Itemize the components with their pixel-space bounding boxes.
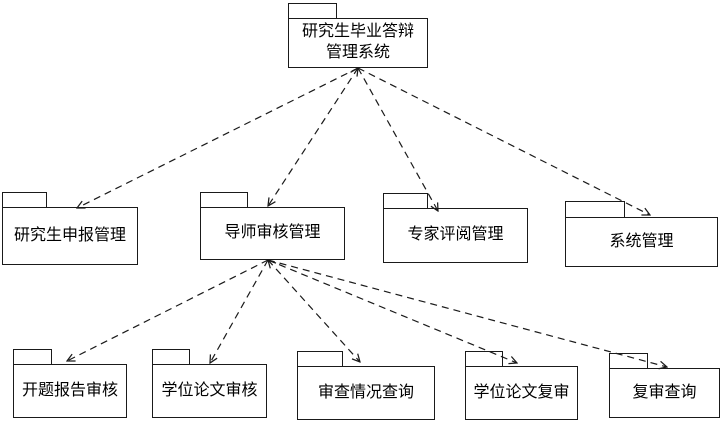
- arrow-root-to-mentor: [268, 68, 358, 206]
- package-expert-review: 专家评阅管理: [383, 193, 528, 263]
- arrow-mentor-to-thesis-recheck: [267, 259, 517, 363]
- package-tab: [152, 349, 190, 364]
- package-label: 系统管理: [565, 217, 718, 267]
- package-label: 研究生申报管理: [2, 207, 138, 265]
- label-text: 研究生申报管理: [13, 226, 126, 244]
- package-mentor-review: 导师审核管理: [200, 192, 345, 260]
- package-tab: [565, 201, 625, 217]
- package-label: 学位论文审核: [152, 364, 267, 418]
- package-tab: [288, 3, 337, 18]
- package-tab: [200, 192, 248, 207]
- package-tab: [13, 349, 52, 364]
- package-root: 研究生毕业答辩 管理系统: [288, 3, 428, 68]
- package-tab: [2, 192, 47, 207]
- arrow-mentor-to-thesis-review: [210, 259, 269, 363]
- label-text: 复审查询: [632, 383, 697, 401]
- package-label: 研究生毕业答辩 管理系统: [288, 18, 428, 68]
- package-label: 导师审核管理: [200, 207, 345, 260]
- package-recheck-query: 复审查询: [609, 353, 720, 418]
- package-label: 学位论文复审: [465, 366, 578, 420]
- package-graduate-application: 研究生申报管理: [2, 192, 138, 265]
- package-system-management: 系统管理: [565, 201, 718, 267]
- label-text: 系统管理: [609, 232, 674, 250]
- package-tab: [383, 193, 428, 208]
- root-label-line2: 管理系统: [325, 44, 390, 61]
- arrow-mentor-to-proposal: [67, 259, 269, 361]
- label-text: 学位论文审核: [161, 381, 258, 399]
- label-text: 开题报告审核: [21, 381, 118, 399]
- package-thesis-recheck: 学位论文复审: [465, 351, 578, 420]
- label-text: 导师审核管理: [224, 224, 321, 242]
- package-label: 专家评阅管理: [383, 208, 528, 263]
- package-tab: [465, 351, 503, 366]
- arrow-mentor-to-status-query: [268, 260, 360, 362]
- root-label-line1: 研究生毕业答辩: [301, 23, 414, 41]
- label-text: 审查情况查询: [317, 383, 414, 401]
- arrow-root-to-application: [77, 67, 359, 208]
- package-label: 审查情况查询: [297, 366, 435, 420]
- package-label: 复审查询: [609, 368, 720, 418]
- label-text: 专家评阅管理: [407, 226, 504, 244]
- package-tab: [609, 353, 648, 368]
- label-text: 学位论文复审: [473, 383, 570, 401]
- package-thesis-review: 学位论文审核: [152, 349, 267, 418]
- package-proposal-review: 开题报告审核: [13, 349, 127, 418]
- package-tab: [297, 351, 343, 366]
- arrow-root-to-expert: [357, 67, 438, 211]
- package-review-status-query: 审查情况查询: [297, 351, 435, 420]
- package-label: 开题报告审核: [13, 364, 127, 418]
